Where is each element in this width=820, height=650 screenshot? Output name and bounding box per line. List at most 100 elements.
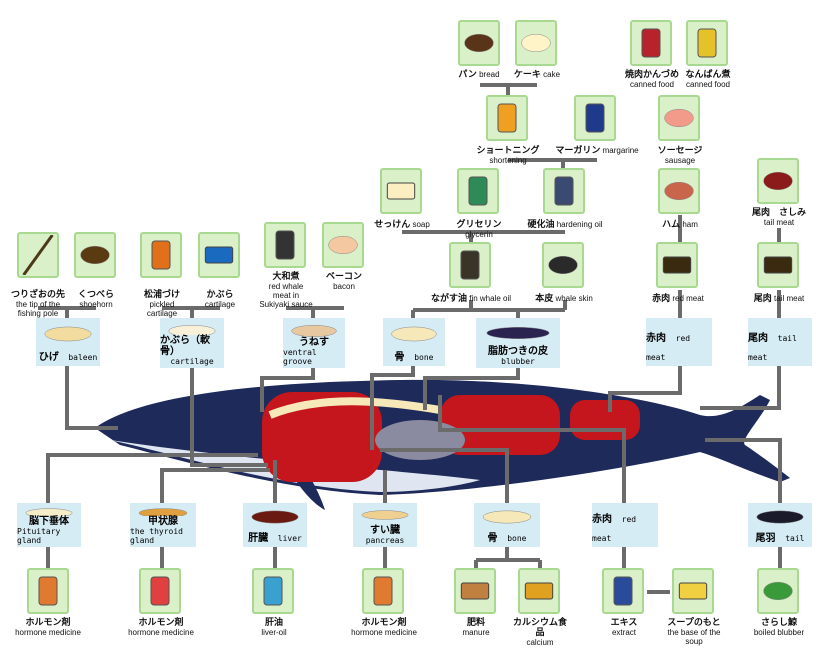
- product-glycerin[interactable]: [457, 168, 499, 214]
- whale-part-baleen[interactable]: ひげ baleen: [36, 318, 100, 366]
- whale-part-red1[interactable]: 赤肉 red meat: [646, 318, 712, 366]
- product-soap[interactable]: [380, 168, 422, 214]
- whale-part-cartilage[interactable]: かぶら（軟骨）cartilage: [160, 318, 224, 368]
- cake-icon: [521, 33, 551, 53]
- label-en: bread: [479, 70, 500, 79]
- meat-icon: [751, 318, 809, 326]
- product-ham[interactable]: [658, 168, 700, 214]
- product-oil[interactable]: [449, 242, 491, 288]
- product-skin[interactable]: [542, 242, 584, 288]
- organs: [375, 420, 465, 460]
- label-en: liver-oil: [261, 628, 287, 637]
- label-jp: 尾肉: [753, 294, 772, 304]
- label-en: shortening: [489, 156, 527, 165]
- label-en: red whale meat in: [268, 282, 304, 300]
- label-jp: 硬化油: [527, 220, 555, 230]
- product-manure[interactable]: [454, 568, 496, 614]
- part-label-en: bone: [414, 353, 434, 362]
- label-jp: ケーキ: [513, 70, 541, 80]
- product-sausage[interactable]: [658, 95, 700, 141]
- groove-icon: [291, 325, 337, 337]
- can-icon: [697, 28, 717, 58]
- skeleton: [268, 397, 441, 419]
- product-bacon[interactable]: [322, 222, 364, 268]
- part-label-en: tail meat: [748, 334, 797, 362]
- product-hardening[interactable]: [543, 168, 585, 214]
- label-jp: 本皮: [535, 294, 554, 304]
- product-liveroil[interactable]: [252, 568, 294, 614]
- product-label: 本皮 whale skin: [521, 294, 607, 304]
- whale-part-liver[interactable]: 肝臓 liver: [243, 503, 307, 547]
- product-horm2[interactable]: [139, 568, 181, 614]
- product-soup[interactable]: [672, 568, 714, 614]
- label-en: the base of the soup: [667, 628, 721, 646]
- whale-part-red2[interactable]: 赤肉 red meat: [592, 503, 658, 547]
- pancreas-icon: [361, 510, 409, 520]
- part-label-en: ventral groove: [283, 348, 317, 366]
- whale-part-tail1[interactable]: 尾肉 tail meat: [748, 318, 812, 366]
- product-horm3[interactable]: [362, 568, 404, 614]
- part-label-jp: 骨: [394, 352, 405, 363]
- label-jp: ベーコン: [325, 272, 362, 282]
- product-calcium[interactable]: [518, 568, 560, 614]
- label-jp: グリセリン: [456, 220, 502, 230]
- label-jp: なんばん煮: [685, 70, 731, 80]
- label-jp: ホルモン剤: [138, 618, 184, 628]
- product-pickled[interactable]: [140, 232, 182, 278]
- product-label: 硬化油 hardening oil: [526, 220, 604, 230]
- product-cake[interactable]: [515, 20, 557, 66]
- can-icon: [151, 240, 171, 270]
- bread-icon: [464, 33, 494, 53]
- product-redbox[interactable]: [656, 242, 698, 288]
- fluke-icon: [756, 510, 804, 524]
- product-pole[interactable]: [17, 232, 59, 278]
- label-jp: マーガリン: [555, 146, 601, 156]
- product-horm1[interactable]: [27, 568, 69, 614]
- whale-part-bone2[interactable]: 骨 bone: [474, 503, 540, 547]
- label-en: bacon: [333, 282, 355, 291]
- product-shoehorn[interactable]: [74, 232, 116, 278]
- product-yamatoni[interactable]: [264, 222, 306, 268]
- part-label-jp: 甲状腺: [148, 516, 178, 527]
- tin-icon: [613, 576, 633, 606]
- product-extract[interactable]: [602, 568, 644, 614]
- label-jp: 肝油: [264, 618, 283, 628]
- label-jp: ソーセージ: [657, 146, 703, 156]
- jar-icon: [263, 576, 283, 606]
- label-en: tail meat: [774, 294, 805, 303]
- connector-lines: [38, 83, 782, 594]
- product-sashimi[interactable]: [757, 158, 799, 204]
- label-en: margarine: [602, 146, 639, 155]
- product-margarine[interactable]: [574, 95, 616, 141]
- cutaway-rear: [570, 400, 640, 440]
- label-jp: 赤肉: [652, 294, 671, 304]
- bag-icon: [460, 582, 490, 600]
- product-shortening[interactable]: [486, 95, 528, 141]
- bottle-icon: [373, 576, 393, 606]
- product-label: ケーキ cake: [510, 70, 564, 80]
- whale-part-bone1[interactable]: 骨 bone: [383, 318, 445, 366]
- product-label: グリセリン glycerin: [443, 220, 515, 240]
- product-can2[interactable]: [686, 20, 728, 66]
- label-jp: かぶら: [206, 290, 234, 300]
- label-en: canned food: [685, 80, 731, 89]
- label-en: red meat: [672, 294, 704, 303]
- product-can1[interactable]: [630, 20, 672, 66]
- product-tailbox[interactable]: [757, 242, 799, 288]
- product-bread[interactable]: [458, 20, 500, 66]
- product-boiled[interactable]: [757, 568, 799, 614]
- part-label-jp: 脂肪つきの皮: [488, 346, 548, 357]
- product-kabura[interactable]: [198, 232, 240, 278]
- whale-part-tail2[interactable]: 尾羽 tail: [748, 503, 812, 547]
- baleen-icon: [44, 326, 92, 342]
- label-en: ham: [682, 220, 698, 229]
